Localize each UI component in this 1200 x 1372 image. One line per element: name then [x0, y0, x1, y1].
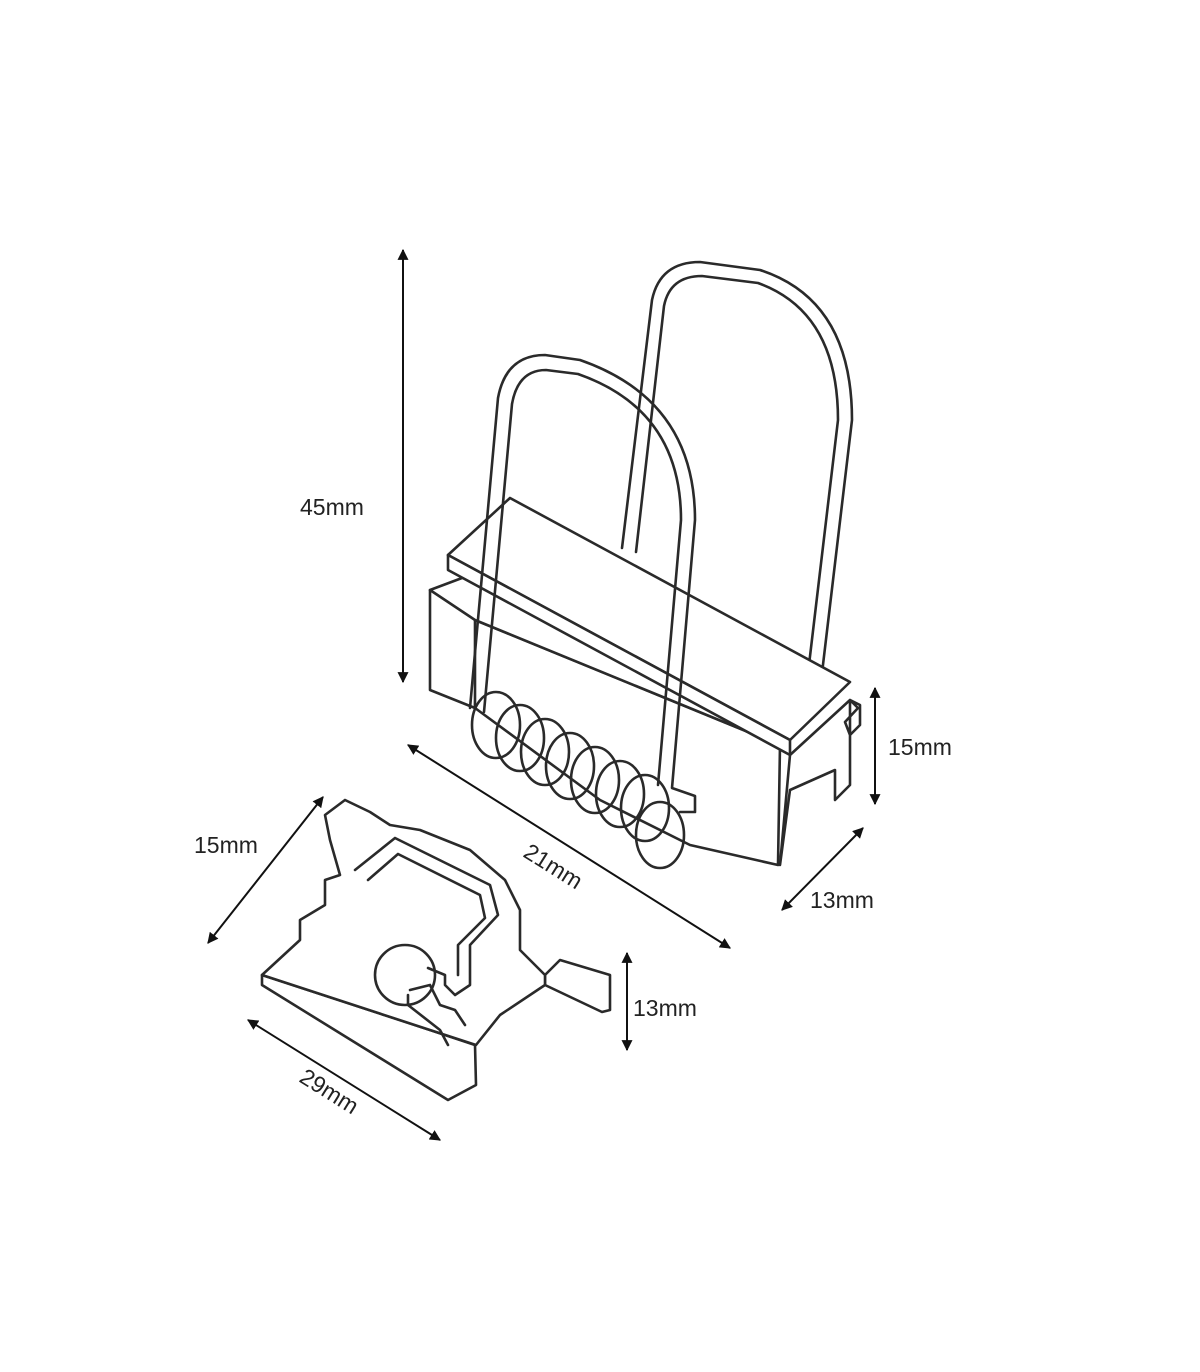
dimension-15mm-body: 15mm — [869, 686, 952, 806]
dimension-line-13mm-body — [781, 827, 864, 911]
label-15mm-clip: 15mm — [194, 832, 258, 858]
dimension-13mm-body: 13mm — [781, 827, 874, 913]
dimension-45mm: 45mm — [300, 248, 409, 684]
clip-center-hole — [373, 943, 437, 1007]
label-45mm: 45mm — [300, 494, 364, 520]
clip-lower-edge — [406, 993, 450, 1047]
label-15mm-body: 15mm — [888, 734, 952, 760]
mounting-clip — [260, 798, 612, 1102]
dimension-line-29mm — [247, 1019, 441, 1141]
label-13mm-body: 13mm — [810, 887, 874, 913]
dimension-15mm-clip: 15mm — [194, 796, 324, 944]
body-right-end — [778, 698, 862, 867]
back-wire-loop-inner — [634, 274, 840, 692]
back-wire-loop — [620, 260, 854, 692]
dimension-13mm-clip: 13mm — [621, 951, 697, 1052]
label-21mm: 21mm — [519, 838, 587, 894]
front-wire-loop-inner — [482, 368, 683, 787]
spring-clip-assembly — [428, 260, 862, 870]
clip-flange-right — [543, 958, 612, 1014]
dimension-line-21mm — [407, 744, 731, 949]
front-wire-loop — [468, 353, 697, 814]
dimension-line-15mm-clip — [207, 796, 324, 944]
clip-notch — [408, 983, 467, 1027]
label-13mm-clip: 13mm — [633, 995, 697, 1021]
